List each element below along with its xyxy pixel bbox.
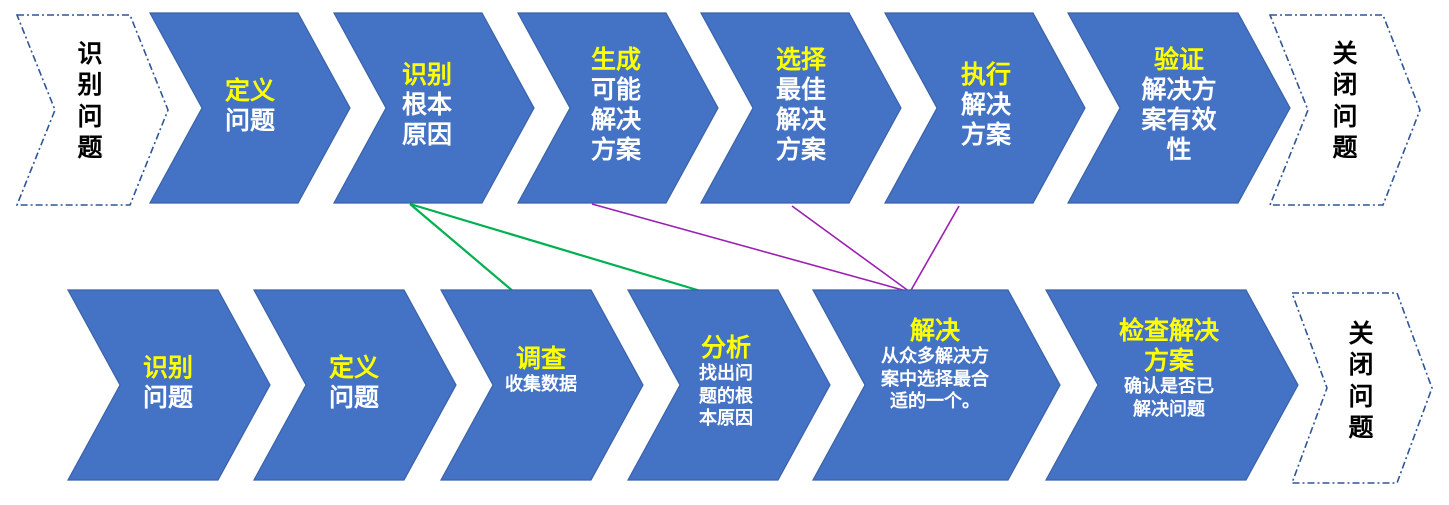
top-step-3-title: 生成 xyxy=(590,45,641,74)
connectors xyxy=(409,202,960,294)
top-step-3-desc: 可能解决方案 xyxy=(590,75,641,164)
bottom-step-5-label: 解决 从众多解决方案中选择最合适的一个。 xyxy=(874,316,996,414)
top-step-3-label: 生成 可能解决方案 xyxy=(588,45,644,165)
bottom-step-2 xyxy=(252,289,457,481)
top-step-2 xyxy=(332,12,535,204)
top-step-6 xyxy=(1066,12,1291,204)
connector-green-1 xyxy=(409,203,515,293)
top-step-5 xyxy=(883,12,1086,204)
bottom-step-6 xyxy=(1044,289,1299,481)
top-step-6-title: 验证 xyxy=(1153,45,1204,74)
top-step-5-label: 执行 解决方案 xyxy=(958,60,1014,150)
connector-purple-1 xyxy=(591,203,911,293)
bottom-step-6-label: 检查解决方案 确认是否已解决问题 xyxy=(1118,316,1220,421)
connector-purple-2 xyxy=(791,205,911,293)
top-end-chevron xyxy=(1268,14,1421,206)
bottom-step-3-title: 调查 xyxy=(515,344,566,373)
bottom-step-5-desc: 从众多解决方案中选择最合适的一个。 xyxy=(881,346,989,412)
top-step-5-desc: 解决方案 xyxy=(960,90,1011,149)
top-step-4-label: 选择 最佳解决方案 xyxy=(773,45,829,165)
bottom-step-4 xyxy=(626,289,831,481)
bottom-step-1-title: 识别 xyxy=(142,353,193,382)
bottom-step-5-title: 解决 xyxy=(909,316,960,345)
top-step-1-label: 定义 问题 xyxy=(202,76,298,136)
bottom-step-2-label: 定义 问题 xyxy=(306,353,402,413)
bottom-row xyxy=(66,289,1433,484)
bottom-step-5 xyxy=(811,289,1061,481)
top-step-1-desc: 问题 xyxy=(224,106,275,135)
bottom-step-4-desc: 找出问题的根本原因 xyxy=(699,363,753,429)
top-start-text: 识别问题 xyxy=(77,39,103,162)
top-end-text: 关闭问题 xyxy=(1332,39,1358,162)
top-step-5-title: 执行 xyxy=(960,60,1011,89)
bottom-step-1 xyxy=(66,289,271,481)
top-step-2-desc: 根本原因 xyxy=(401,90,452,149)
top-step-6-label: 验证 解决方案有效性 xyxy=(1136,45,1222,165)
bottom-step-4-label: 分析 找出问题的根本原因 xyxy=(695,333,757,431)
top-step-2-title: 识别 xyxy=(401,60,452,89)
top-step-1 xyxy=(148,12,351,204)
bottom-end-chevron xyxy=(1290,292,1433,484)
bottom-step-2-title: 定义 xyxy=(328,353,379,382)
bottom-step-2-desc: 问题 xyxy=(328,383,379,412)
bottom-step-3-label: 调查 收集数据 xyxy=(503,344,579,397)
top-step-4 xyxy=(699,12,902,204)
top-step-2-label: 识别 根本原因 xyxy=(399,60,455,150)
bottom-step-3-desc: 收集数据 xyxy=(505,374,577,395)
bottom-end-label: 关闭问题 xyxy=(1343,318,1379,443)
top-start-label: 识别问题 xyxy=(72,38,108,163)
bottom-step-1-desc: 问题 xyxy=(142,383,193,412)
top-step-4-desc: 最佳解决方案 xyxy=(775,75,826,164)
bottom-step-6-title: 检查解决方案 xyxy=(1118,316,1219,375)
bottom-step-1-label: 识别 问题 xyxy=(120,353,216,413)
bottom-step-3 xyxy=(439,289,644,481)
bottom-step-6-desc: 确认是否已解决问题 xyxy=(1124,376,1214,420)
top-step-4-title: 选择 xyxy=(775,45,826,74)
bottom-end-text: 关闭问题 xyxy=(1348,319,1374,442)
top-row xyxy=(15,12,1421,206)
top-step-6-desc: 解决方案有效性 xyxy=(1141,75,1217,164)
top-start-chevron xyxy=(15,14,169,206)
top-step-3 xyxy=(516,12,719,204)
connector-green-2 xyxy=(409,202,705,294)
top-step-1-title: 定义 xyxy=(224,76,275,105)
top-end-label: 关闭问题 xyxy=(1327,38,1363,163)
bottom-step-4-title: 分析 xyxy=(700,333,751,362)
connector-purple-3 xyxy=(909,205,960,293)
